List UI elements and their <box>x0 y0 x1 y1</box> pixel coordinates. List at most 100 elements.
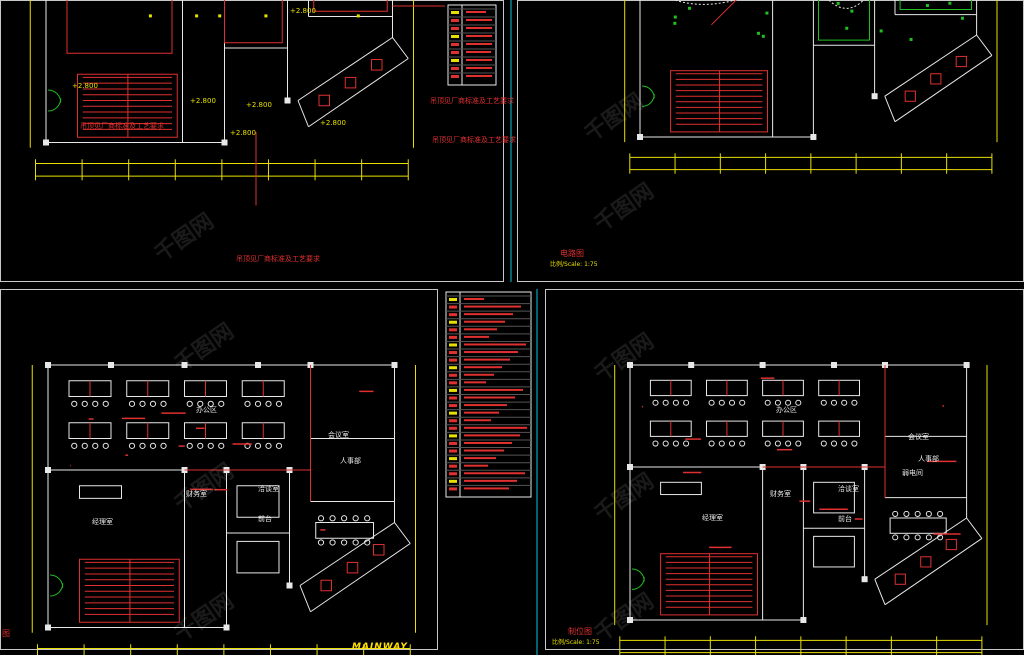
chair-icon <box>341 540 346 545</box>
chair-icon <box>786 441 791 446</box>
room-label: 会议室 <box>908 434 929 441</box>
column <box>45 362 51 368</box>
column <box>627 464 633 470</box>
light-fixture-icon <box>357 14 360 17</box>
chair-icon <box>831 400 836 405</box>
window-seat <box>321 580 332 591</box>
chair-icon <box>72 401 77 406</box>
legend-text-bar <box>464 487 509 489</box>
column <box>255 362 261 368</box>
legend-icon <box>449 450 457 453</box>
chair-icon <box>245 401 250 406</box>
legend-text-bar <box>464 465 488 467</box>
chair-icon <box>842 441 847 446</box>
chair-icon <box>663 441 668 446</box>
desk-icon <box>237 541 279 573</box>
room-label: 经理室 <box>702 515 723 522</box>
column <box>182 362 188 368</box>
door-swing-icon <box>48 98 61 111</box>
wall-line <box>298 38 393 101</box>
staircase-icon <box>661 554 758 615</box>
chair-icon <box>161 443 166 448</box>
window-seat <box>319 95 330 106</box>
legend-icon <box>451 59 459 62</box>
dim-label: +2.800 <box>190 98 216 105</box>
ceiling-zone <box>819 0 870 40</box>
legend-icon <box>451 19 459 22</box>
chair-icon <box>72 443 77 448</box>
chair-icon <box>276 443 281 448</box>
light-fixture-icon <box>910 38 913 41</box>
chair-icon <box>926 535 931 540</box>
viewport-title: 电路图 <box>560 250 584 258</box>
ceiling-zone <box>67 0 172 53</box>
window-seat <box>372 60 383 71</box>
chair-icon <box>821 400 826 405</box>
wall-line <box>875 579 885 605</box>
chair-icon <box>140 401 145 406</box>
legend-icon <box>449 366 457 369</box>
chair-icon <box>796 441 801 446</box>
column <box>43 140 49 146</box>
light-fixture-icon <box>948 2 951 5</box>
chair-icon <box>842 400 847 405</box>
chair-icon <box>129 401 134 406</box>
chair-icon <box>219 401 224 406</box>
wall-line <box>309 59 409 127</box>
chair-icon <box>893 535 898 540</box>
dim-label: +2.800 <box>290 8 316 15</box>
wall-line <box>393 38 409 59</box>
legend-text-bar <box>466 51 491 53</box>
chair-icon <box>129 443 134 448</box>
legend-icon <box>449 381 457 384</box>
column <box>224 625 230 631</box>
legend-icon <box>449 465 457 468</box>
column <box>627 362 633 368</box>
legend-icon <box>451 11 459 14</box>
chair-icon <box>318 516 323 521</box>
dim-label: +2.800 <box>72 83 98 90</box>
chair-icon <box>831 441 836 446</box>
legend-icon <box>449 419 457 422</box>
bottom-tag: MAINWAY <box>352 642 408 652</box>
wall-line <box>885 538 982 604</box>
chair-icon <box>255 443 260 448</box>
chair-icon <box>150 443 155 448</box>
note-label: 吊顶见厂商标准及工艺要求 <box>432 137 516 144</box>
desk-icon <box>890 518 946 533</box>
chair-icon <box>187 443 192 448</box>
door-swing-icon <box>632 577 644 589</box>
chair-icon <box>219 443 224 448</box>
legend-text-bar <box>464 343 526 345</box>
chair-icon <box>673 400 678 405</box>
chair-icon <box>82 401 87 406</box>
room-label: 洽谈室 <box>838 486 859 493</box>
legend-text-bar <box>464 366 502 368</box>
legend-text-bar <box>464 306 521 308</box>
legend-icon <box>451 27 459 30</box>
light-fixture-icon <box>762 35 765 38</box>
chair-icon <box>938 511 943 516</box>
column <box>862 576 868 582</box>
legend-icon <box>451 51 459 54</box>
door-swing-icon <box>50 575 63 588</box>
room-label: 前台 <box>258 516 272 523</box>
chair-icon <box>266 443 271 448</box>
legend-text-bar <box>464 427 527 429</box>
wall-line <box>885 35 977 96</box>
chair-icon <box>103 443 108 448</box>
light-fixture-icon <box>850 10 853 13</box>
column <box>285 98 291 104</box>
legend-text-bar <box>464 457 496 459</box>
column <box>810 134 816 140</box>
chair-icon <box>852 441 857 446</box>
window-seat <box>946 539 956 549</box>
light-fixture-icon <box>757 32 760 35</box>
window-seat <box>895 574 905 584</box>
viewport-frame-top-right <box>518 1 1024 282</box>
chair-icon <box>852 400 857 405</box>
light-fixture-icon <box>845 27 848 30</box>
legend-icon <box>449 343 457 346</box>
chair-icon <box>663 400 668 405</box>
